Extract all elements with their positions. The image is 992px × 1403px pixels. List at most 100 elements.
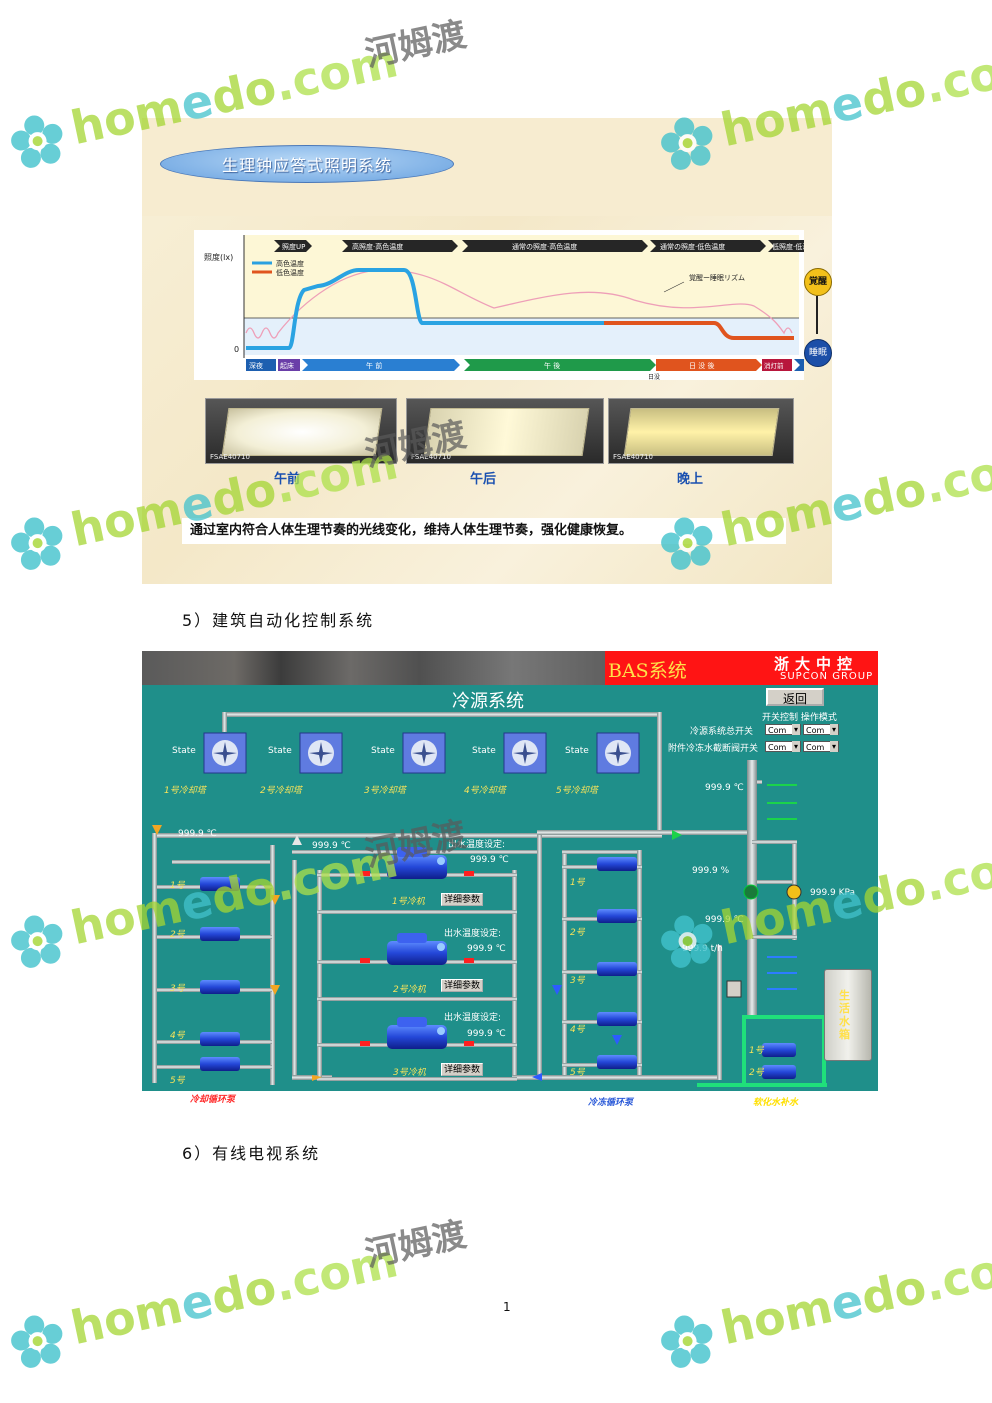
section-heading-5: 5）建筑自动化控制系统: [182, 611, 375, 630]
tower-state: State: [565, 746, 589, 756]
phase-5: 低照度·低温度: [772, 242, 804, 251]
flower-icon: [661, 117, 713, 170]
chilled-pump-name: 4号: [570, 1025, 585, 1035]
section-heading-6: 6）有线电视系统: [182, 1144, 321, 1163]
time-before-lightsout: 消灯前: [764, 361, 784, 370]
watermark-text: do: [856, 859, 931, 926]
cooling-pump-caption: 冷却循环泵: [190, 1095, 236, 1105]
watermark-text: .com: [919, 435, 992, 514]
photo-tag: FSAE40710: [411, 453, 451, 461]
valve-switch-select[interactable]: Com: [765, 741, 801, 752]
flower-icon: [661, 1315, 713, 1368]
page-number: 1: [503, 1300, 511, 1314]
makeup-caption: 软化水补水: [753, 1098, 799, 1108]
watermark-text: do: [856, 1259, 931, 1326]
watermark-text: .com: [919, 1233, 992, 1312]
tower-name: 2号冷却塔: [260, 786, 302, 796]
bas-screen: BAS系统 浙大中控 SUPCON GROUP: [142, 651, 878, 1091]
chiller-2-detail-button[interactable]: 详细参数: [441, 979, 483, 992]
phase-bar: 照度UP 高照度·高色温度 通常の照度·高色温度 通常の照度·低色温度 低照度·…: [274, 240, 804, 252]
domestic-water-tank: [824, 969, 872, 1061]
chiller-name: 1号冷机: [392, 897, 425, 907]
watermark-text: do: [856, 461, 931, 528]
time-wakeup: 起床: [280, 361, 294, 370]
photo-evening: FSAE40710: [608, 398, 794, 464]
valve-mode-select[interactable]: Com: [803, 741, 839, 752]
watermark-text: .com: [919, 35, 992, 114]
percent-readout: 999.9 %: [692, 866, 730, 876]
tower-state: State: [472, 746, 496, 756]
main-mode-select[interactable]: Com: [803, 724, 839, 735]
tower-name: 3号冷却塔: [364, 786, 406, 796]
chiller-setpoint-value: 999.9 ℃: [470, 855, 509, 865]
chiller-setpoint-value: 999.9 ℃: [467, 1029, 506, 1039]
watermark-text: do: [206, 59, 281, 126]
cooling-pumps: [200, 877, 240, 1071]
phase-3: 通常の照度·高色温度: [512, 242, 577, 251]
lighting-slide: 生理钟应答式照明系统 照度(lx) 0 高色温度 低色温度 照度UP 高照度·高…: [142, 118, 832, 584]
flower-icon: [661, 517, 713, 570]
cooling-pump-name: 2号: [170, 930, 185, 940]
makeup-pump-name: 2号: [749, 1068, 764, 1078]
time-afternoon: 午 後: [544, 361, 560, 370]
photo-afternoon: FSAE40710: [406, 398, 604, 464]
makeup-pump-name: 1号: [749, 1046, 764, 1056]
label-afternoon: 午后: [470, 472, 497, 487]
phase-2: 高照度·高色温度: [352, 242, 403, 251]
chiller-name: 3号冷机: [393, 1068, 426, 1078]
plant-diagram: [152, 712, 827, 1087]
flower-icon: [661, 915, 713, 968]
tower-state: State: [172, 746, 196, 756]
chiller-1-detail-button[interactable]: 详细参数: [441, 893, 483, 906]
chilled-pump-name: 1号: [570, 878, 585, 888]
slide-title: 生理钟应答式照明系统: [160, 145, 454, 183]
rhythm-label: 覚醒ー睡眠リズム: [689, 273, 745, 282]
tower-state: State: [371, 746, 395, 756]
chilled-pumps: [597, 857, 637, 1069]
chart-y-zero: 0: [234, 345, 239, 354]
bas-title: BAS系统: [608, 660, 687, 682]
cooling-pump-name: 3号: [170, 984, 185, 994]
back-button[interactable]: 返回: [766, 688, 824, 706]
valves: [726, 884, 802, 998]
timeline: 深夜 起床 午 前 午 後 日 没 後 消灯前 深 夜: [246, 359, 804, 371]
watermark-text: do: [856, 61, 931, 128]
cooling-pump-name: 1号: [170, 881, 185, 891]
time-morning: 午 前: [366, 361, 382, 370]
chiller-setpoint-label: 出水温度设定:: [448, 840, 506, 850]
pressure-readout: 999.9 KPa: [810, 888, 856, 898]
watermark-text: .com: [919, 833, 992, 912]
cooling-pump-name: 4号: [170, 1031, 185, 1041]
flower-icon: [11, 1315, 63, 1368]
awake-sleep-arrow: [816, 296, 818, 334]
watermark-cn: 河姆渡: [361, 1214, 470, 1275]
chilled-pump-name: 2号: [570, 928, 585, 938]
chiller-3-detail-button[interactable]: 详细参数: [441, 1063, 483, 1076]
chilled-pump-name: 5号: [570, 1068, 585, 1078]
bas-brand-bar: [605, 651, 878, 685]
temp-mid: 999.9 ℃: [312, 841, 351, 851]
legend-high: 高色温度: [276, 259, 304, 268]
tower-state: State: [268, 746, 292, 756]
watermark-cn: 河姆渡: [361, 14, 470, 75]
temp-left: 999.9 ℃: [178, 829, 217, 839]
time-after-sunset: 日 没 後: [689, 361, 714, 370]
phase-1: 照度UP: [282, 242, 305, 251]
legend-low: 低色温度: [276, 268, 304, 277]
control-label-main: 冷源系统总开关: [690, 727, 754, 737]
chilled-pump-caption: 冷冻循环泵: [588, 1098, 634, 1108]
control-label-valve: 附件冷冻水截断阀开关: [668, 744, 759, 754]
controls-header: 开关控制 操作模式: [762, 713, 837, 723]
label-morning: 午前: [274, 472, 301, 487]
flower-icon: [11, 115, 63, 168]
main-switch-select[interactable]: Com: [765, 724, 801, 735]
photo-tag: FSAE40710: [613, 453, 653, 461]
circadian-chart: 照度(lx) 0 高色温度 低色温度 照度UP 高照度·高色温度 通常の照度·高…: [194, 230, 804, 380]
temp-return: 999.9 ℃: [705, 915, 744, 925]
watermark-text: do: [206, 1259, 281, 1326]
temp-supply: 999.9 ℃: [705, 783, 744, 793]
awake-badge: 覚醒: [804, 268, 832, 296]
cooling-pump-name: 5号: [170, 1076, 185, 1086]
sunset-mark: 日没: [648, 373, 660, 380]
brand-name-en: SUPCON GROUP: [780, 671, 874, 682]
